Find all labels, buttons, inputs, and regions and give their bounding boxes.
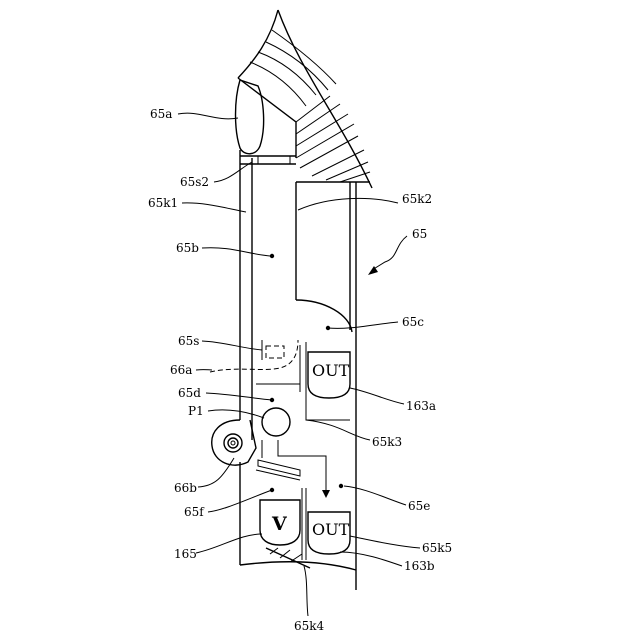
out-upper-text: OUT [312, 361, 350, 380]
label-66b: 66b [174, 481, 197, 495]
dashed-66a [210, 340, 298, 372]
grip-65a [236, 80, 264, 154]
label-65b: 65b [176, 241, 199, 255]
label-65k3: 65k3 [372, 435, 402, 449]
leader-lines [178, 113, 420, 616]
inner-channels [252, 182, 352, 440]
label-66a: 66a [170, 363, 192, 377]
label-65s2: 65s2 [180, 175, 209, 189]
sensor-65s [266, 346, 284, 358]
label-65k2: 65k2 [402, 192, 432, 206]
label-65s: 65s [178, 334, 199, 348]
label-65e: 65e [408, 499, 430, 513]
label-65a: 65a [150, 107, 172, 121]
label-65: 65 [412, 227, 427, 241]
bottom-hatch [266, 548, 310, 568]
label-163b: 163b [404, 559, 435, 573]
out-lower-text: OUT [312, 520, 350, 539]
valve-v-text: V [271, 513, 288, 535]
label-163a: 163a [406, 399, 436, 413]
port-P1 [262, 408, 290, 436]
label-165: 165 [174, 547, 197, 561]
label-P1: P1 [188, 404, 204, 418]
label-65k5: 65k5 [422, 541, 452, 555]
label-65k1: 65k1 [148, 196, 178, 210]
label-65k4: 65k4 [294, 619, 325, 633]
label-65d: 65d [178, 386, 201, 400]
label-65c: 65c [402, 315, 424, 329]
label-65f: 65f [184, 505, 205, 519]
